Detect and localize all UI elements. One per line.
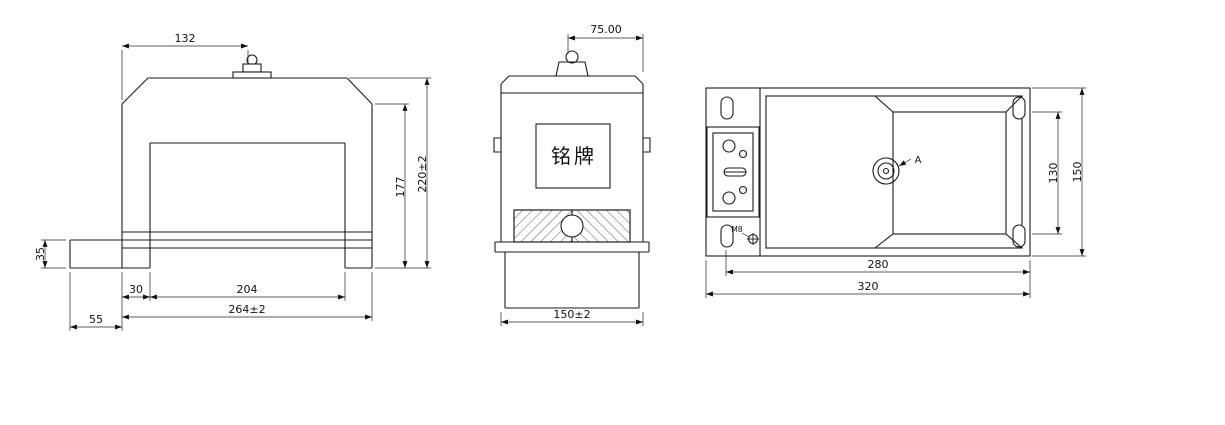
front-view-outline: [69, 54, 373, 269]
dim-top-total-width: 320: [858, 280, 879, 293]
thread-label: M8: [731, 225, 742, 234]
side-view-dimension-lines: [500, 34, 644, 326]
dim-front-inner-height: 177: [394, 177, 407, 198]
front-view-dimension-lines: [41, 43, 431, 331]
dim-front-top-width: 132: [175, 32, 196, 45]
dim-side-top-offset: 75.00: [590, 23, 622, 36]
dim-top-inner-depth: 130: [1047, 163, 1060, 184]
dim-front-bracket-width: 55: [89, 313, 103, 326]
front-view: 132 177 220±2 35 30 204 264±2 55: [34, 32, 431, 331]
top-view-outline: [705, 87, 1031, 257]
dim-front-foot-offset: 30: [129, 283, 143, 296]
dim-front-inner-width: 204: [237, 283, 258, 296]
dim-front-total-width: 264±2: [228, 303, 265, 316]
dim-front-total-height: 220±2: [416, 155, 429, 192]
nameplate-label: 铭牌: [551, 144, 597, 168]
side-view: 75.00 铭牌 150±2: [493, 23, 651, 326]
dim-front-bracket-height: 35: [34, 247, 47, 261]
section-view-label: A: [915, 155, 922, 166]
side-view-outline: [493, 50, 651, 309]
top-view: M8 A 280 320 130 150: [705, 87, 1086, 298]
dim-side-total-width: 150±2: [553, 308, 590, 321]
dim-top-total-depth: 150: [1071, 162, 1084, 183]
dim-top-inner-width: 280: [868, 258, 889, 271]
top-view-dimension-lines: [705, 87, 1086, 298]
